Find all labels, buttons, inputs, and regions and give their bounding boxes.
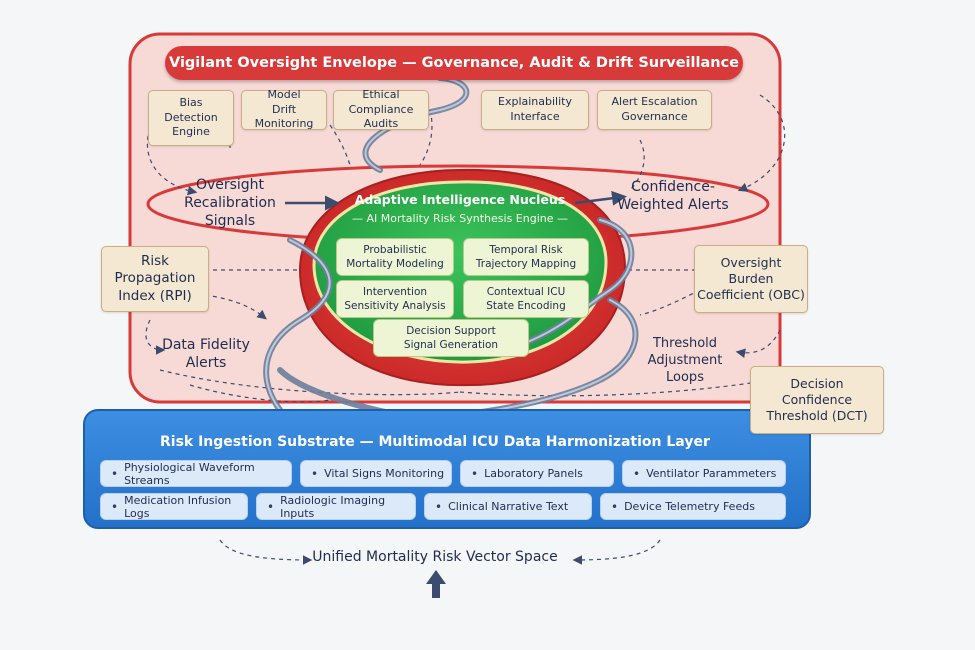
model-drift-monitoring: Model Drift Monitoring: [241, 88, 327, 130]
bullet-icon: •: [267, 499, 275, 514]
nucleus-subtitle: — AI Mortality Risk Synthesis Engine —: [351, 212, 568, 225]
decision-support-signal-generation: Decision Support Signal Generation: [373, 319, 529, 357]
input-ventilator-parameters: •Ventilator Parammeters: [622, 460, 786, 487]
bullet-icon: •: [111, 466, 119, 481]
risk-propagation-index-box: Risk Propagation Index (RPI): [101, 246, 209, 312]
unified-risk-vector-space: Unified Mortality Risk Vector Space: [312, 549, 558, 565]
governance-banner: Vigilant Oversight Envelope — Governance…: [165, 46, 743, 80]
decision-confidence-threshold-box: Decision Confidence Threshold (DCT): [750, 366, 884, 434]
bullet-icon: •: [611, 499, 619, 514]
bullet-icon: •: [633, 466, 641, 481]
nucleus-title: Adaptive Intelligence Nucleus: [354, 192, 566, 207]
alert-escalation-governance: Alert Escalation Governance: [597, 90, 712, 130]
confidence-weighted-alerts: Confidence- Weighted Alerts: [617, 179, 729, 214]
input-physiological-waveform-streams: •Physiological Waveform Streams: [100, 460, 292, 487]
bullet-icon: •: [435, 499, 443, 514]
temporal-risk-trajectory-mapping: Temporal Risk Trajectory Mapping: [463, 238, 589, 276]
bullet-icon: •: [111, 499, 119, 514]
ethical-compliance-audits: Ethical Compliance Audits: [333, 88, 429, 130]
input-radiologic-imaging-inputs: •Radiologic Imaging Inputs: [256, 493, 416, 520]
data-fidelity-alerts: Data Fidelity Alerts: [162, 337, 250, 372]
threshold-adjustment-loops: Threshold Adjustment Loops: [647, 336, 723, 385]
input-medication-infusion-logs: •Medication Infusion Logs: [100, 493, 248, 520]
contextual-icu-state-encoding: Contextual ICU State Encoding: [463, 280, 589, 318]
probabilistic-mortality-modeling: Probabilistic Mortality Modeling: [336, 238, 454, 276]
input-clinical-narrative-text: •Clinical Narrative Text: [424, 493, 592, 520]
up-arrow: [426, 570, 446, 598]
input-vital-signs-monitoring: •Vital Signs Monitoring: [300, 460, 452, 487]
bullet-icon: •: [471, 466, 479, 481]
intervention-sensitivity-analysis: Intervention Sensitivity Analysis: [336, 280, 454, 318]
input-device-telemetry-feeds: •Device Telemetry Feeds: [600, 493, 786, 520]
oversight-recalibration-signals: Oversight Recalibration Signals: [184, 177, 276, 230]
explainability-interface: Explainability Interface: [481, 90, 589, 130]
bias-detection-engine: Bias Detection Engine: [148, 90, 234, 146]
bullet-icon: •: [311, 466, 319, 481]
oversight-burden-coefficient-box: Oversight Burden Coefficient (OBC): [694, 245, 808, 313]
input-laboratory-panels: •Laboratory Panels: [460, 460, 614, 487]
substrate-title: Risk Ingestion Substrate — Multimodal IC…: [160, 434, 710, 450]
